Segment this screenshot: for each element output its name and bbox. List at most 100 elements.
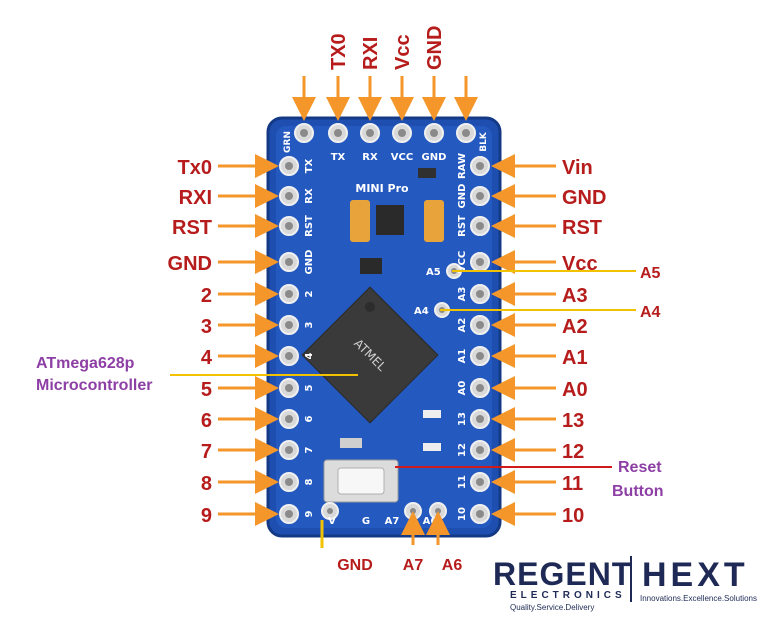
pin-label-left-11: 9 bbox=[201, 505, 212, 527]
reset-label-line1: Reset bbox=[618, 459, 662, 476]
silk-right-11: 10 bbox=[457, 507, 468, 521]
crystal bbox=[360, 258, 382, 274]
pin-label-right-9: 12 bbox=[562, 441, 584, 463]
silk-blk: BLK bbox=[479, 131, 489, 152]
pin-label-right-10: 11 bbox=[562, 473, 583, 495]
silk-left-11: 9 bbox=[304, 510, 315, 517]
capacitor-right bbox=[424, 200, 444, 242]
pin-pads bbox=[279, 123, 490, 524]
capacitor-left bbox=[350, 200, 370, 242]
pin-label-left-2: RST bbox=[172, 217, 212, 239]
microcontroller-label-line2: Microcontroller bbox=[36, 377, 152, 394]
pad-hole bbox=[285, 384, 293, 392]
silk-top-3: GND bbox=[422, 152, 447, 163]
pad-hole bbox=[476, 162, 484, 170]
pad-hole bbox=[285, 192, 293, 200]
pin-label-right-0: Vin bbox=[562, 157, 593, 179]
pin-label-right-5: A2 bbox=[562, 316, 588, 338]
pad-hole bbox=[285, 510, 293, 518]
pin-arrows bbox=[218, 76, 556, 548]
pad-hole bbox=[476, 510, 484, 518]
arduino-pro-mini-board: ATMEL TXRXRSTGND23456789RAWGNDRSTVCCA3A2… bbox=[266, 116, 502, 538]
pad-hole bbox=[476, 384, 484, 392]
silk-right-6: A1 bbox=[457, 349, 468, 364]
silk-title: MINI Pro bbox=[355, 182, 409, 195]
board-silkscreen: TXRXRSTGND23456789RAWGNDRSTVCCA3A2A1A013… bbox=[283, 131, 489, 527]
pin-label-right-11: 10 bbox=[562, 505, 584, 527]
pad-hole bbox=[476, 192, 484, 200]
silk-bottom-0: V bbox=[328, 516, 336, 527]
pin-label-left-9: 7 bbox=[201, 441, 212, 463]
pin-label-right-6: A1 bbox=[562, 347, 588, 369]
silk-left-4: 2 bbox=[304, 290, 315, 297]
pad-hole bbox=[435, 508, 441, 514]
pad-hole bbox=[476, 352, 484, 360]
silk-right-5: A2 bbox=[457, 318, 468, 333]
pad-hole bbox=[476, 258, 484, 266]
silk-left-3: GND bbox=[304, 250, 315, 275]
pin-label-top-1: RXI bbox=[360, 37, 382, 70]
pin-label-left-5: 3 bbox=[201, 316, 212, 338]
pin-label-left-1: RXI bbox=[179, 187, 212, 209]
silk-right-8: 13 bbox=[457, 412, 468, 426]
silk-left-0: TX bbox=[304, 158, 315, 173]
silk-a4: A4 bbox=[414, 306, 429, 317]
pad-hole bbox=[476, 222, 484, 230]
silk-left-1: RX bbox=[304, 188, 315, 204]
pad-hole bbox=[285, 162, 293, 170]
silk-grn: GRN bbox=[283, 131, 293, 153]
led-top bbox=[418, 168, 436, 178]
pad-hole bbox=[398, 129, 406, 137]
hext-tagline: Innovations.Excellence.Solutions bbox=[640, 594, 757, 603]
silk-right-9: 12 bbox=[457, 443, 468, 457]
regent-logo: REGENT bbox=[493, 556, 633, 592]
pad-hole bbox=[334, 129, 342, 137]
silk-left-6: 4 bbox=[304, 352, 315, 359]
pin-labels: Tx0RXIRSTGND23456789VinGNDRSTVccA3A2A1A0… bbox=[168, 26, 607, 574]
silk-top-1: RX bbox=[362, 152, 378, 163]
silk-bottom-2: A7 bbox=[385, 516, 400, 527]
silk-left-5: 3 bbox=[304, 321, 315, 328]
pad-hole bbox=[285, 446, 293, 454]
silk-right-10: 11 bbox=[457, 475, 468, 489]
pin-label-right-4: A3 bbox=[562, 285, 588, 307]
reset-label-line2: Button bbox=[612, 483, 664, 500]
reset-button[interactable] bbox=[323, 459, 399, 503]
pad-hole bbox=[285, 478, 293, 486]
pad-hole bbox=[285, 321, 293, 329]
pad-hole bbox=[476, 321, 484, 329]
pad-hole bbox=[476, 478, 484, 486]
silk-left-10: 8 bbox=[304, 478, 315, 485]
pin-label-right-1: GND bbox=[562, 187, 606, 209]
pad-hole bbox=[476, 446, 484, 454]
hext-logo: HEXT bbox=[642, 556, 749, 594]
pin-label-right-3: Vcc bbox=[562, 253, 598, 275]
regent-tagline: Quality.Service.Delivery bbox=[510, 603, 595, 612]
silk-bottom-1: G bbox=[362, 516, 370, 527]
logo-divider bbox=[630, 556, 632, 602]
silk-right-1: GND bbox=[457, 184, 468, 209]
pin-label-left-0: Tx0 bbox=[178, 157, 212, 179]
silk-left-2: RST bbox=[304, 215, 315, 237]
silk-right-7: A0 bbox=[457, 381, 468, 396]
pad-hole bbox=[285, 258, 293, 266]
pad-hole bbox=[476, 415, 484, 423]
silk-top-2: VCC bbox=[391, 152, 413, 163]
pin-label-left-3: GND bbox=[168, 253, 212, 275]
pin-label-a5: A5 bbox=[640, 265, 661, 282]
silk-left-9: 7 bbox=[304, 446, 315, 453]
pad-hole bbox=[285, 222, 293, 230]
pad-hole bbox=[462, 129, 470, 137]
pin-label-top-3: GND bbox=[424, 26, 446, 70]
pin-label-left-6: 4 bbox=[201, 347, 213, 369]
pad-hole bbox=[285, 415, 293, 423]
pad-hole bbox=[285, 290, 293, 298]
pin-label-left-4: 2 bbox=[201, 285, 212, 307]
pin-label-bottom-1: A7 bbox=[403, 557, 424, 574]
pin-label-top-2: Vcc bbox=[392, 34, 414, 70]
silk-right-2: RST bbox=[457, 215, 468, 237]
regulator-ic bbox=[376, 205, 404, 235]
pin-label-right-8: 13 bbox=[562, 410, 584, 432]
regent-electronics-text: ELECTRONICS bbox=[510, 590, 626, 601]
